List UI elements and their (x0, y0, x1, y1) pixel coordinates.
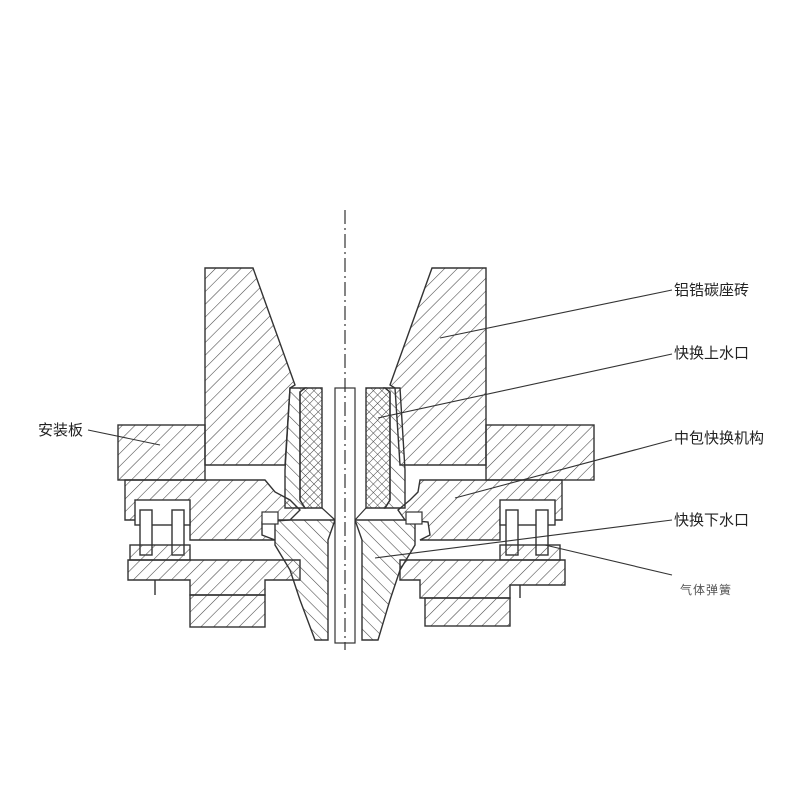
lower-nozzle-right (354, 519, 416, 641)
lower-plate-right (399, 559, 566, 599)
upper-nozzle-right (365, 387, 391, 509)
lower-nozzle-left (274, 519, 336, 641)
label-lower-nozzle: 快换下水口 (674, 511, 750, 529)
leader-lower-nozzle (374, 519, 673, 559)
label-gas-spring: 气体弹簧 (680, 583, 733, 597)
clamp-block-right (424, 597, 511, 627)
gas-spring-right (499, 499, 561, 598)
label-mounting-plate: 安装板 (38, 421, 84, 439)
upper-nozzle-outer-right (383, 387, 406, 509)
seat-brick-right (389, 267, 487, 466)
seat-brick-left (204, 267, 296, 466)
mounting-plate-left (117, 424, 206, 481)
gas-spring-left (129, 499, 191, 595)
mounting-plate-right (485, 424, 595, 481)
mechanism-body-right (397, 479, 563, 541)
leader-mechanism (454, 439, 673, 499)
leader-mounting-plate (87, 429, 161, 446)
label-upper-nozzle: 快换上水口 (674, 344, 750, 362)
clamp-block-left (189, 594, 266, 628)
key-right (405, 511, 423, 525)
label-seat-brick: 铝锆碳座砖 (674, 281, 750, 299)
upper-nozzle-left (299, 387, 323, 509)
upper-nozzle-outer-left (284, 387, 307, 509)
leader-gas-spring (544, 544, 673, 576)
key-left (261, 511, 279, 525)
leader-seat-brick (439, 289, 673, 339)
lower-plate-left (127, 559, 301, 596)
label-mechanism: 中包快换机构 (674, 429, 765, 447)
leader-upper-nozzle (377, 353, 673, 419)
